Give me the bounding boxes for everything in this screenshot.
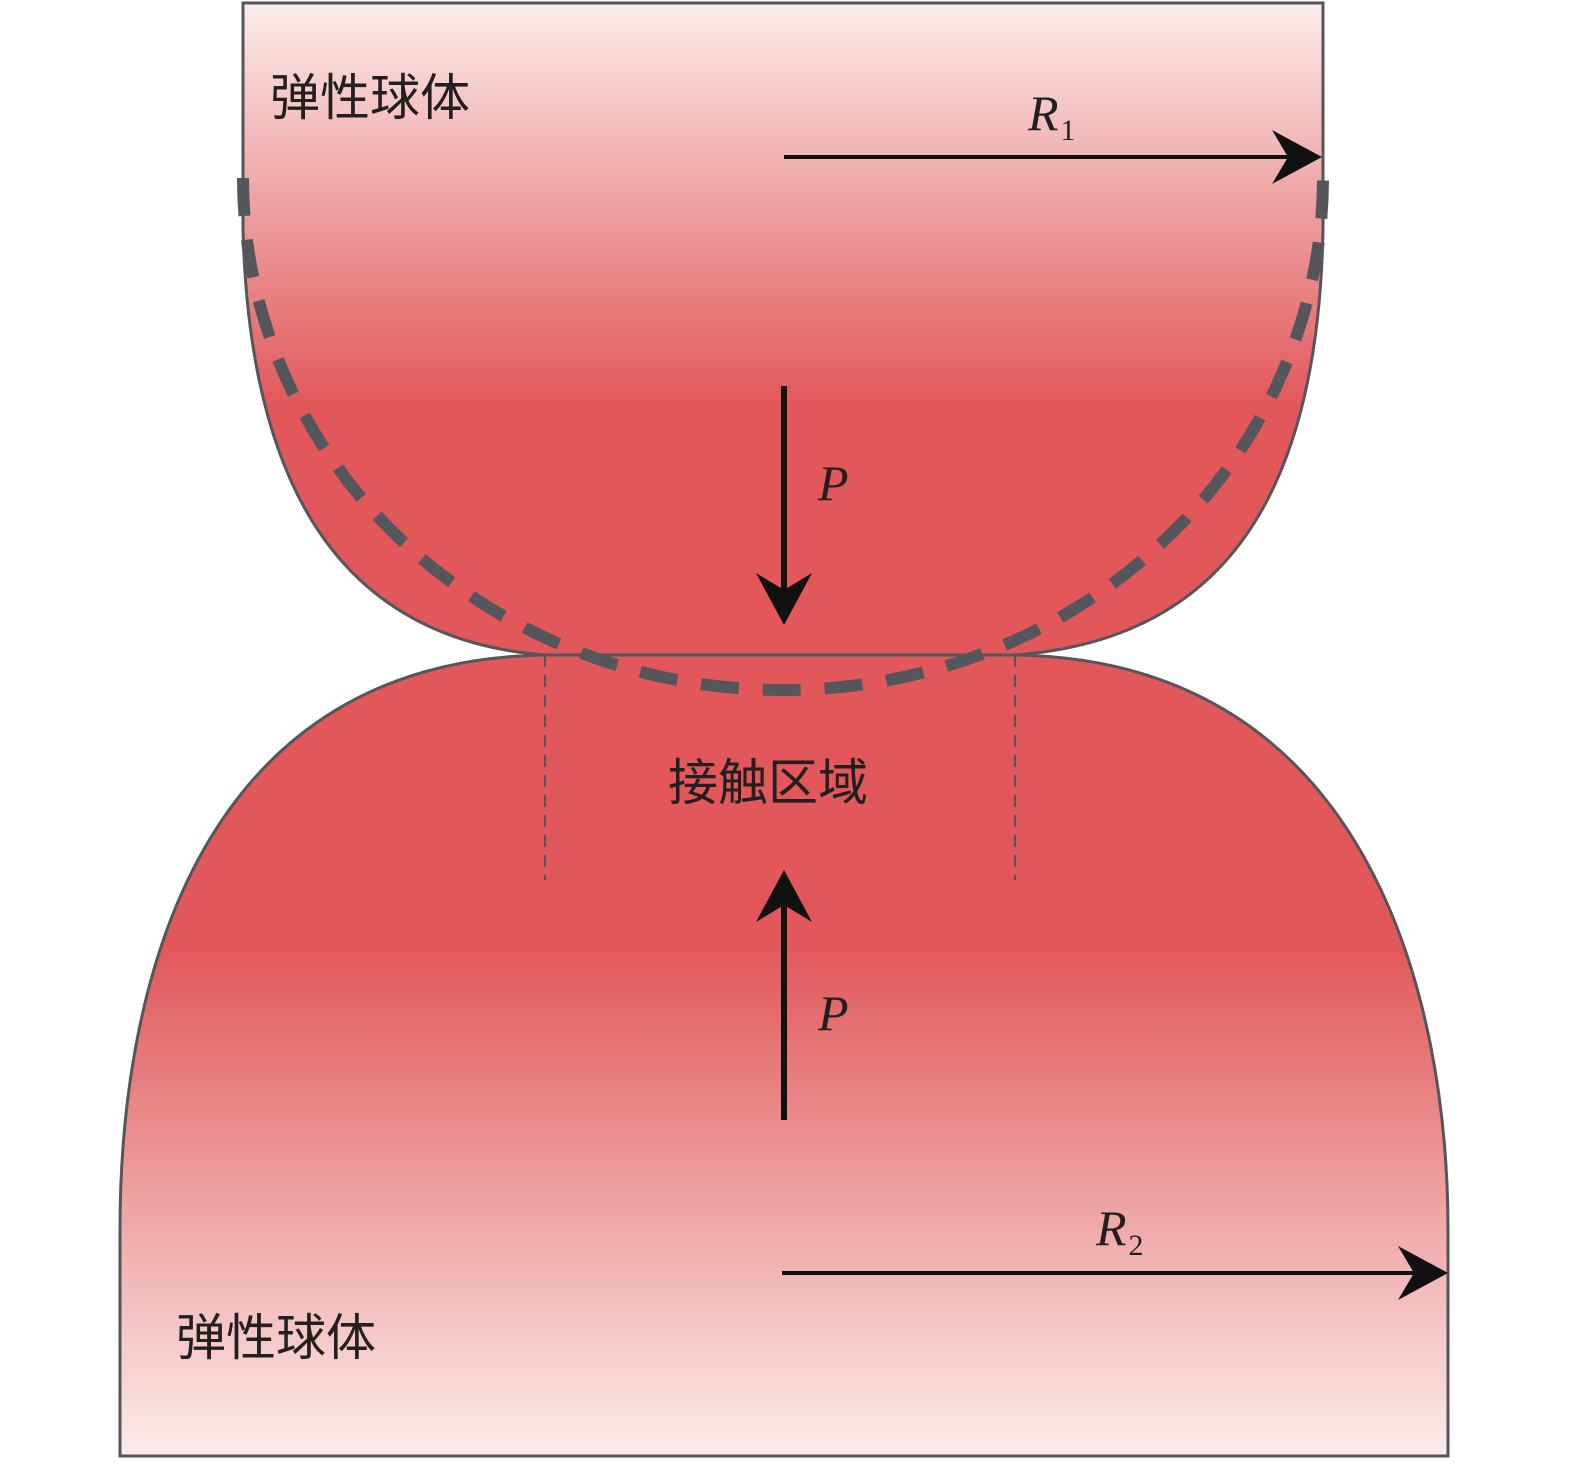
radius-r1-symbol: R: [1027, 85, 1059, 141]
lower-body-label: 弹性球体: [176, 1309, 376, 1367]
radius-r2-label: R2: [1095, 1200, 1144, 1262]
force-arrow-up: [756, 870, 812, 1120]
force-arrow-down: [756, 386, 812, 625]
undeformed-sphere-outline: [237, 177, 1329, 696]
radius-r1-arrow: [784, 130, 1322, 184]
force-top-label: P: [817, 455, 849, 511]
radius-r1-label: R1: [1027, 85, 1076, 147]
radius-r2-symbol: R: [1095, 1200, 1127, 1256]
contact-region-label: 接触区域: [668, 754, 868, 812]
radius-r1-subscript: 1: [1061, 114, 1076, 147]
radius-r2-arrow: [782, 1246, 1448, 1300]
radius-r2-subscript: 2: [1129, 1229, 1144, 1262]
upper-body-label: 弹性球体: [270, 69, 470, 127]
force-bottom-label: P: [817, 985, 849, 1041]
